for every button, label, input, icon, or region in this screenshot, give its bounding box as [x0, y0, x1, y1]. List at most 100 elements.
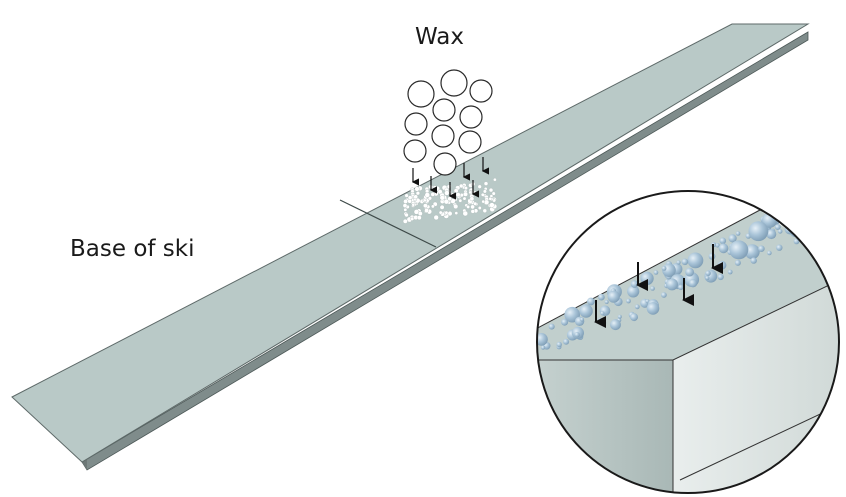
- wax-bubble: [727, 269, 733, 275]
- ski-section-divider: [339, 199, 437, 248]
- wax-bubble: [717, 260, 727, 270]
- ski-base-surface: [11, 23, 810, 463]
- wax-circle: [407, 80, 435, 108]
- wax-particle: [424, 208, 429, 213]
- wax-bubble: [800, 232, 806, 238]
- wax-bubble: [750, 257, 757, 264]
- wax-particle: [403, 207, 408, 212]
- wax-circle: [459, 105, 483, 129]
- wax-particle: [415, 191, 420, 196]
- wax-particle: [438, 210, 443, 215]
- wax-particle: [477, 206, 482, 210]
- wax-particle: [407, 195, 413, 200]
- wax-particle: [463, 186, 468, 191]
- wax-particle: [466, 205, 470, 209]
- wax-particle: [482, 208, 487, 213]
- wax-bubble: [728, 234, 737, 243]
- wax-particle: [444, 210, 449, 215]
- wax-bubble: [800, 212, 815, 227]
- wax-particle: [427, 196, 432, 201]
- wax-particle: [450, 192, 455, 197]
- wax-bubble: [653, 270, 659, 275]
- wax-bubble: [776, 244, 783, 251]
- wax-bubble: [666, 278, 678, 291]
- wax-bubble: [610, 319, 621, 331]
- wax-circle: [440, 69, 468, 97]
- wax-bubble: [579, 317, 585, 322]
- wax-particle: [404, 212, 409, 218]
- wax-bubble: [734, 259, 741, 266]
- wax-bubble: [705, 270, 711, 276]
- wax-bubble: [661, 266, 667, 271]
- wax-particle: [402, 203, 408, 208]
- wax-particle: [402, 218, 408, 224]
- wax-bubble: [607, 290, 620, 303]
- wax-bubble: [735, 231, 741, 236]
- wax-arrows: [411, 157, 489, 200]
- wax-particle: [482, 189, 487, 194]
- wax-bubble: [801, 235, 807, 241]
- wax-particle: [413, 194, 418, 200]
- wax-particle: [455, 192, 461, 198]
- wax-particle: [473, 201, 478, 206]
- wax-bubble: [630, 313, 638, 322]
- wax-circle: [432, 98, 456, 122]
- wax-particle: [424, 192, 430, 198]
- wax-bubble: [681, 258, 689, 266]
- wax-particle: [433, 214, 439, 221]
- wax-bubble: [634, 304, 640, 310]
- wax-circle: [433, 152, 457, 176]
- wax-bubble: [718, 243, 729, 254]
- wax-bubble: [794, 210, 799, 215]
- wax-particle: [414, 186, 420, 192]
- wax-particle: [403, 199, 408, 204]
- wax-bubble: [617, 314, 622, 319]
- wax-circle: [431, 124, 455, 148]
- wax-bubble: [782, 214, 787, 219]
- wax-bubble: [719, 237, 727, 245]
- wax-particle: [454, 211, 459, 215]
- wax-bubble: [556, 341, 562, 348]
- wax-particle: [447, 196, 452, 202]
- wax-circle: [404, 112, 428, 136]
- wax-bubble: [548, 323, 555, 330]
- wax-bubble: [801, 229, 806, 234]
- wax-particle: [411, 203, 416, 207]
- wax-particle: [439, 204, 445, 210]
- wax-particle: [453, 188, 459, 194]
- wax-particle: [423, 203, 428, 209]
- wax-bubble: [799, 202, 804, 208]
- wax-particle: [488, 196, 493, 201]
- wax-bubble: [705, 275, 710, 281]
- wax-bubble: [574, 332, 580, 338]
- wax-circle: [469, 79, 493, 103]
- wax-bubble: [717, 273, 724, 281]
- wax-bubble: [598, 293, 605, 301]
- magnified-inset: [536, 190, 840, 494]
- wax-particle: [489, 202, 495, 208]
- wax-bubble: [597, 317, 603, 323]
- wax-bubble: [678, 284, 684, 291]
- wax-particle: [417, 211, 423, 216]
- wax-label: Wax: [415, 24, 464, 50]
- wax-circles: [403, 69, 493, 176]
- wax-bubble: [561, 318, 569, 326]
- wax-bubble: [767, 250, 772, 256]
- wax-bubble: [537, 333, 548, 346]
- wax-bubble: [715, 243, 720, 248]
- wax-bubble: [796, 215, 813, 232]
- wax-particle: [491, 191, 496, 196]
- wax-bubble: [777, 229, 783, 234]
- wax-particle: [453, 204, 459, 209]
- wax-particle: [458, 198, 463, 203]
- inset-front-face: [537, 360, 673, 493]
- wax-particle: [430, 192, 436, 197]
- wax-bubble: [801, 198, 806, 203]
- wax-particle: [443, 198, 450, 205]
- wax-particle: [469, 196, 475, 202]
- wax-bubble: [774, 224, 781, 231]
- wax-particle: [432, 185, 437, 190]
- wax-bubble: [604, 300, 609, 304]
- inset-border: [536, 190, 840, 494]
